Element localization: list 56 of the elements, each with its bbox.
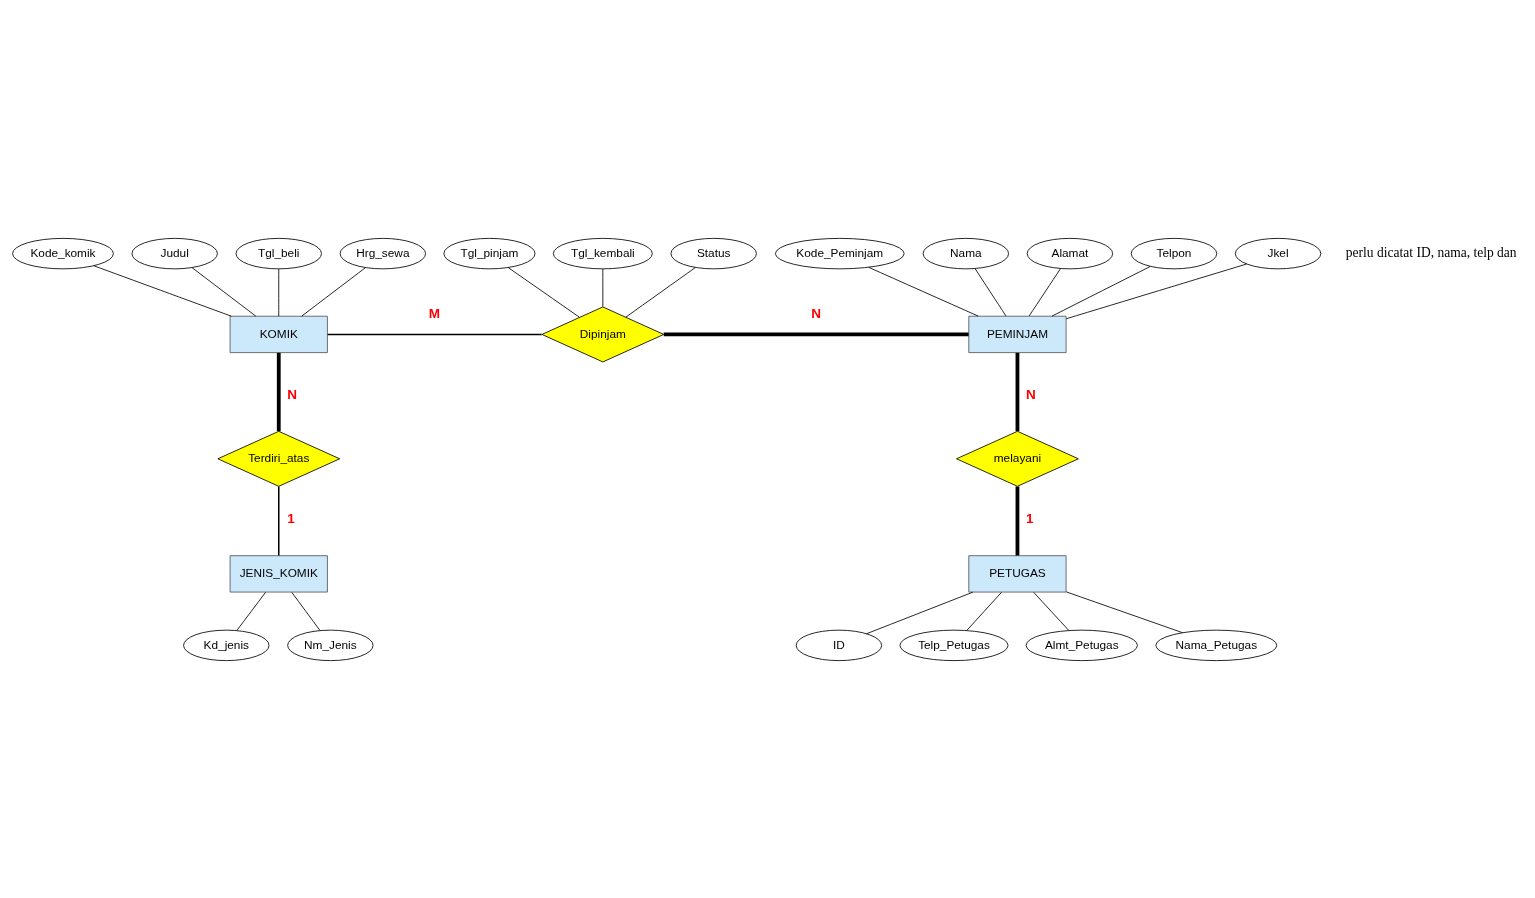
connector: [507, 266, 580, 318]
connector: [301, 266, 366, 317]
node-ellipse: Judul: [131, 237, 218, 269]
node-ellipse: Kode_Peminjam: [774, 237, 905, 269]
connector: [966, 591, 1002, 631]
edge-label: 1: [287, 510, 295, 526]
node-ellipse: Telpon: [1130, 237, 1218, 269]
node-ellipse: Hrg_sewa: [339, 237, 426, 269]
connector: [1028, 267, 1061, 316]
label: perlu dicatat ID, nama, telp dan: [1345, 244, 1517, 260]
connector: [1065, 590, 1183, 633]
node-ellipse: Status: [670, 237, 757, 269]
edge-label: N: [1025, 386, 1036, 402]
connector: [868, 266, 979, 317]
node-ellipse: Tgl_pinjam: [443, 237, 536, 269]
edge-label: M: [428, 305, 440, 321]
node-box: KOMIK: [229, 315, 328, 353]
connector: [278, 485, 280, 556]
node-box: PEMINJAM: [968, 315, 1067, 353]
node-diamond: melayani: [956, 430, 1079, 487]
connector: [866, 591, 974, 634]
connector: [276, 352, 281, 431]
node-ellipse: Almt_Petugas: [1025, 629, 1138, 661]
node-ellipse: Telp_Petugas: [899, 629, 1009, 661]
node-ellipse: ID: [795, 629, 883, 661]
node-diamond: Terdiri_atas: [217, 430, 341, 487]
node-ellipse: Nm_Jenis: [287, 629, 374, 661]
node-ellipse: Alamat: [1026, 237, 1114, 269]
node-ellipse: Nama: [922, 237, 1009, 269]
node-box: PETUGAS: [968, 554, 1067, 592]
node-ellipse: Jkel: [1234, 237, 1322, 269]
edge-label: N: [287, 386, 297, 402]
node-ellipse: Tgl_kembali: [552, 237, 653, 269]
node-ellipse: Kd_jenis: [183, 629, 270, 661]
connector: [1033, 591, 1070, 631]
connector: [291, 591, 321, 631]
connector: [326, 333, 543, 335]
connector: [236, 591, 266, 631]
node-ellipse: Tgl_beli: [235, 237, 322, 269]
node-ellipse: Kode_komik: [12, 237, 114, 269]
connector: [191, 266, 257, 317]
connector: [1015, 352, 1020, 431]
connector: [1015, 486, 1020, 556]
node-diamond: Dipinjam: [541, 306, 665, 362]
node-box: JENIS_KOMIK: [229, 554, 328, 592]
connector: [663, 332, 969, 336]
connector: [974, 267, 1007, 316]
connector: [1051, 265, 1151, 317]
edge-label: N: [811, 305, 821, 321]
connector: [602, 268, 604, 307]
node-ellipse: Nama_Petugas: [1155, 629, 1278, 661]
connector: [1065, 263, 1248, 319]
edge-label: 1: [1025, 510, 1034, 526]
connector: [278, 268, 280, 317]
connector: [625, 266, 696, 318]
connector: [93, 264, 232, 317]
